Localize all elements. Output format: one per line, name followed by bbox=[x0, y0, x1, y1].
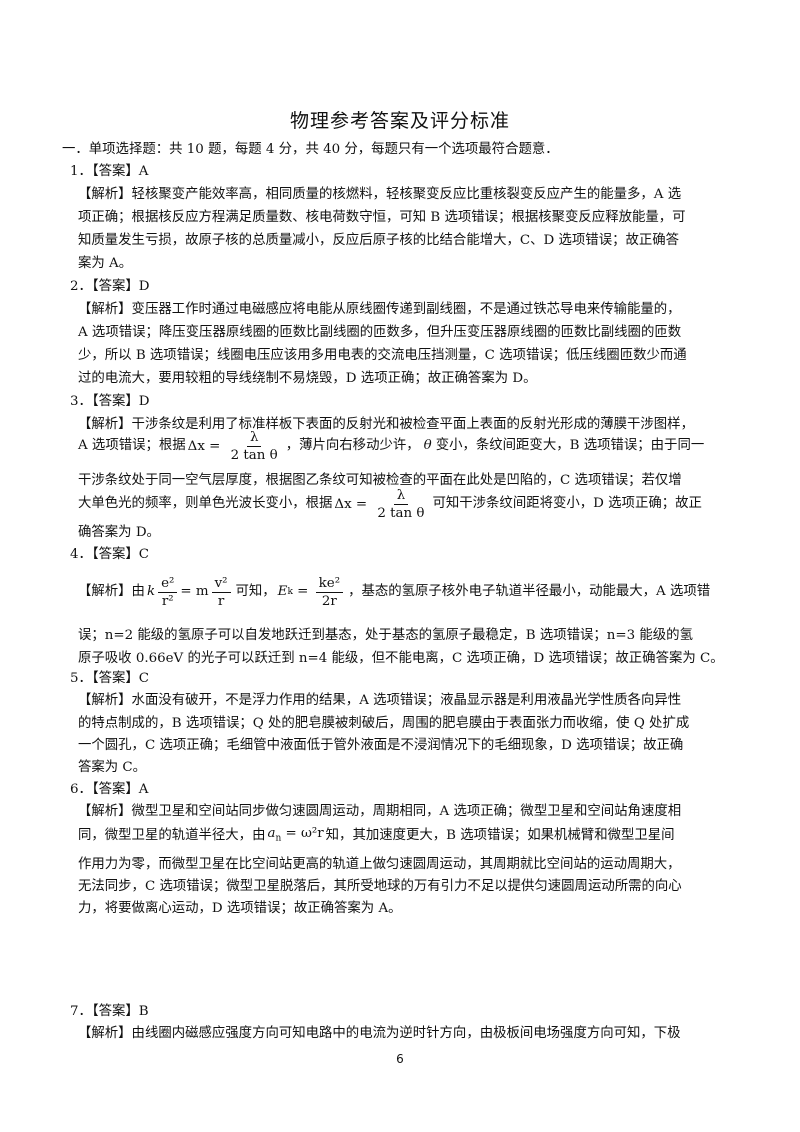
q6-line-2: 同，微型卫星的轨道半径大，由 an = ω²r 知，其加速度更大，B 选项错误；… bbox=[78, 822, 675, 850]
q6-answer: 6．【答案】A bbox=[70, 782, 149, 797]
denominator: 2r bbox=[321, 593, 337, 609]
q4-line-1-text-c: ，基态的氢原子核外电子轨道半径最小，动能最大，A 选项错 bbox=[348, 584, 711, 599]
q2-line-1: 【解析】变压器工作时通过电磁感应将电能从原线圈传递到副线圈，不是通过铁芯导电来传… bbox=[78, 302, 681, 317]
q5-line-2: 的特点制成的，B 选项错误；Q 处的肥皂膜被刺破后，周围的肥皂膜由于表面张力而收… bbox=[78, 716, 690, 731]
q4-line-1-text-b: 可知， bbox=[235, 584, 276, 599]
q2-line-2: A 选项错误；降压变压器原线圈的匝数比副线圈的匝数多，但升压变压器原线圈的匝数比… bbox=[78, 325, 682, 340]
q6-line-2-text-b: 知，其加速度更大，B 选项错误；如果机械臂和微型卫星间 bbox=[325, 828, 675, 843]
fraction: λ 2 tan θ bbox=[228, 429, 281, 464]
denominator: 2 tan θ bbox=[230, 447, 278, 463]
q3-line-1: 【解析】干涉条纹是利用了标准样板下表面的反射光和被检查平面上表面的反射光形成的薄… bbox=[78, 417, 694, 432]
q3-line-2-text-a: A 选项错误；根据 bbox=[78, 438, 186, 453]
q1-answer: 1．【答案】A bbox=[70, 164, 149, 179]
q5-line-3: 一个圆孔，C 选项正确；毛细管中液面低于管外液面是不浸润情况下的毛细现象，D 选… bbox=[78, 738, 684, 753]
q5-line-4: 答案为 C。 bbox=[78, 760, 147, 775]
q2-answer: 2．【答案】D bbox=[70, 279, 150, 294]
delta-x-symbol: Δx = bbox=[187, 438, 221, 454]
q6-line-2-text-a: 同，微型卫星的轨道半径大，由 bbox=[78, 828, 266, 843]
q2-line-4: 过的电流大，要用较粗的导线绕制不易烧毁，D 选项正确；故正确答案为 D。 bbox=[78, 371, 537, 386]
numerator: v² bbox=[211, 575, 231, 593]
q3-line-2-text-b: ，薄片向右移动少许， bbox=[285, 438, 420, 453]
k-symbol: k bbox=[146, 584, 156, 599]
q3-line-2-text-c: 变小，条纹间距变大，B 选项错误；由于同一 bbox=[435, 438, 705, 453]
q4-line-1-text-a: 【解析】由 bbox=[78, 584, 145, 599]
a-subscript: n bbox=[275, 833, 282, 844]
q6-line-4: 无法同步，C 选项错误；微型卫星脱落后，其所受地球的万有引力不足以提供匀速圆周运… bbox=[78, 879, 682, 894]
fraction: ke² 2r bbox=[315, 575, 344, 610]
q4-answer: 4．【答案】C bbox=[70, 547, 150, 562]
q2-line-3: 少，所以 B 选项错误；线圈电压应该用多用电表的交流电压挡测量，C 选项错误；低… bbox=[78, 348, 687, 363]
fraction: λ 2 tan θ bbox=[374, 487, 427, 522]
q1-line-4: 案为 A。 bbox=[78, 256, 133, 271]
q6-line-5: 力，将要做离心运动，D 选项错误；故正确答案为 A。 bbox=[78, 901, 402, 916]
denominator: 2 tan θ bbox=[377, 505, 425, 521]
coulomb-centripetal-formula: k e² r² = m v² r bbox=[147, 575, 234, 610]
q3-line-5: 确答案为 D。 bbox=[78, 525, 160, 540]
fraction: e² r² bbox=[158, 575, 178, 610]
q7-line-1: 【解析】由线圈内磁感应强度方向可知电路中的电流为逆时针方向，由极板间电场强度方向… bbox=[78, 1026, 681, 1041]
numerator: ke² bbox=[315, 575, 344, 593]
theta-symbol: θ bbox=[423, 438, 432, 453]
q4-line-2: 误；n=2 能级的氢原子可以自发地跃迁到基态，处于基态的氢原子最稳定，B 选项错… bbox=[78, 628, 693, 643]
ek-subscript: k bbox=[287, 587, 293, 597]
denominator: r bbox=[217, 593, 225, 609]
q5-answer: 5．【答案】C bbox=[70, 671, 150, 686]
equals-m: = m bbox=[180, 584, 209, 599]
omega-r: = ω²r bbox=[281, 825, 324, 841]
q6-line-3: 作用力为零，而微型卫星在比空间站更高的轨道上做匀速圆周运动，其周期就比空间站的运… bbox=[78, 857, 681, 872]
section-heading: 一．单项选择题：共 10 题，每题 4 分，共 40 分，每题只有一个选项最符合… bbox=[62, 142, 559, 157]
q6-line-1: 【解析】微型卫星和空间站同步做匀速圆周运动，周期相同，A 选项正确；微型卫星和空… bbox=[78, 804, 682, 819]
fringe-spacing-formula: Δx = λ 2 tan θ bbox=[188, 429, 284, 464]
page-title: 物理参考答案及评分标准 bbox=[289, 110, 510, 132]
denominator: r² bbox=[161, 593, 174, 609]
a-symbol: a bbox=[267, 825, 276, 841]
q3-line-4-text-a: 大单色光的频率，则单色光波长变小，根据 bbox=[78, 496, 333, 511]
q4-line-3: 原子吸收 0.66eV 的光子可以跃迁到 n=4 能级，但不能电离，C 选项正确… bbox=[78, 651, 724, 666]
q3-line-4: 大单色光的频率，则单色光波长变小，根据 Δx = λ 2 tan θ 可知干涉条… bbox=[78, 482, 702, 526]
fringe-spacing-formula-2: Δx = λ 2 tan θ bbox=[334, 487, 430, 522]
q7-answer: 7．【答案】B bbox=[70, 1004, 149, 1019]
numerator: λ bbox=[246, 429, 262, 447]
numerator: λ bbox=[393, 487, 409, 505]
q1-line-2: 项正确；根据核反应方程满足质量数、核电荷数守恒，可知 B 选项错误；根据核聚变反… bbox=[78, 210, 686, 225]
delta-x-symbol: Δx = bbox=[334, 496, 368, 512]
fraction: v² r bbox=[211, 575, 231, 610]
page-number: 6 bbox=[396, 1052, 404, 1066]
ek-symbol: E bbox=[277, 584, 288, 599]
equals-sign: = bbox=[292, 584, 313, 599]
q3-line-2: A 选项错误；根据 Δx = λ 2 tan θ ，薄片向右移动少许， θ 变小… bbox=[78, 424, 704, 468]
centripetal-accel-formula: an = ω²r bbox=[267, 825, 323, 848]
q3-line-4-text-b: 可知干涉条纹间距将变小，D 选项正确；故正 bbox=[432, 496, 702, 511]
q3-answer: 3．【答案】D bbox=[70, 394, 150, 409]
q1-line-3: 知质量发生亏损，故原子核的总质量减小，反应后原子核的比结合能增大，C、D 选项错… bbox=[78, 233, 680, 248]
numerator: e² bbox=[158, 575, 178, 593]
q1-line-1: 【解析】轻核聚变产能效率高，相同质量的核燃料，轻核聚变反应比重核裂变反应产生的能… bbox=[78, 187, 682, 202]
q3-line-3: 干涉条纹处于同一空气层厚度，根据图乙条纹可知被检查的平面在此处是凹陷的，C 选项… bbox=[78, 473, 682, 488]
q5-line-1: 【解析】水面没有破开，不是浮力作用的结果，A 选项错误；液晶显示器是利用液晶光学… bbox=[78, 693, 682, 708]
